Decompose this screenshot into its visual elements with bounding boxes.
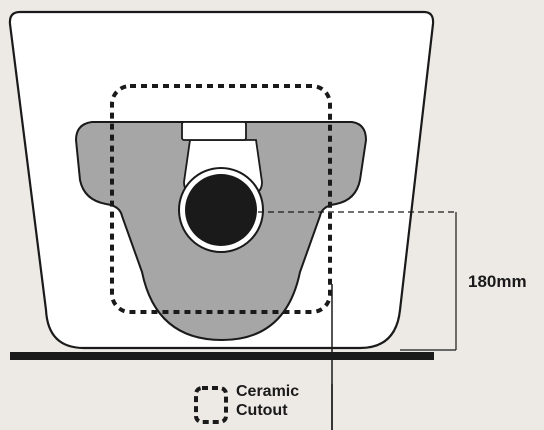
- floor-line: [10, 352, 434, 360]
- legend-label-line1: Ceramic: [236, 383, 300, 400]
- outlet-hole: [185, 174, 257, 246]
- dimension-label: 180mm: [468, 272, 527, 291]
- legend-label-line2: Cutout: [236, 402, 288, 419]
- inlet-rectangle: [181, 121, 247, 141]
- legend-swatch-icon: [194, 386, 228, 424]
- ceramic-cutout-outline: [110, 84, 332, 314]
